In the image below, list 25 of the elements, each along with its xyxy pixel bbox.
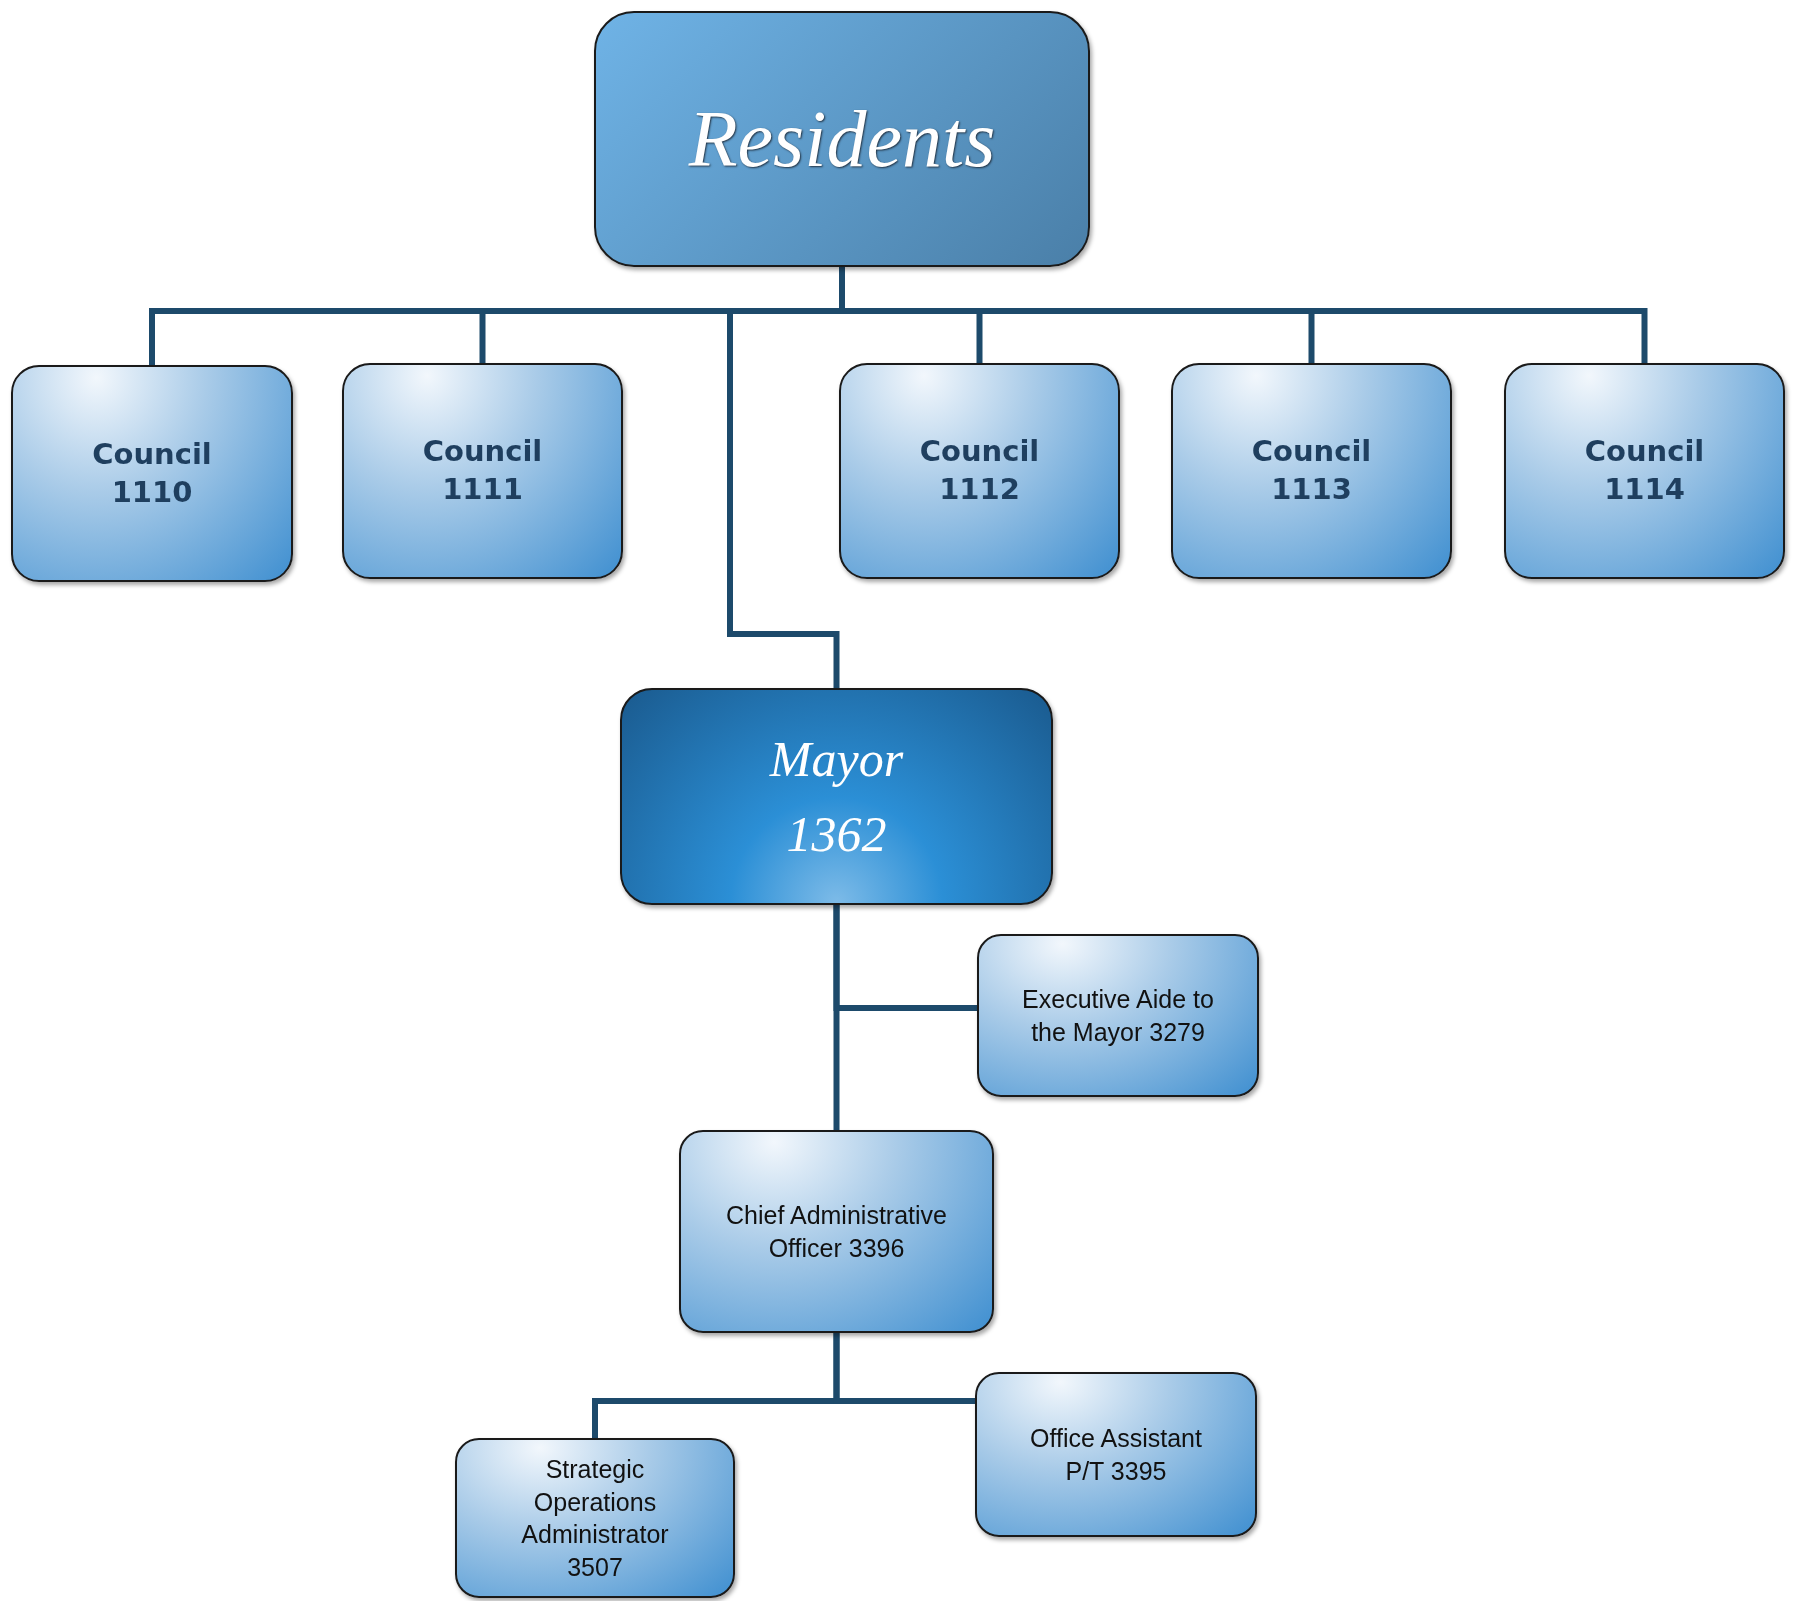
org-box xyxy=(977,934,1259,1097)
org-box xyxy=(342,363,623,579)
org-box xyxy=(839,363,1120,579)
connector-line xyxy=(833,905,840,1130)
connector-line xyxy=(833,1333,975,1404)
role-label: Council 1112 xyxy=(918,433,1041,508)
role-label: Council 1111 xyxy=(421,433,544,508)
role-label: Office Assistant P/T 3395 xyxy=(1029,1423,1203,1487)
role-label: Council 1113 xyxy=(1250,433,1373,508)
org-box xyxy=(975,1372,1257,1537)
org-box xyxy=(620,688,1053,905)
role-label: Mayor 1362 xyxy=(768,729,905,864)
org-box xyxy=(1171,363,1452,579)
role-label: Council 1114 xyxy=(1583,433,1706,508)
role-label: Strategic Operations Administrator 3507 xyxy=(520,1454,670,1583)
role-label: Chief Administrative Officer 3396 xyxy=(725,1200,948,1264)
org-box xyxy=(679,1130,994,1333)
connector-line xyxy=(727,267,845,688)
role-label: Residents xyxy=(688,93,996,185)
role-label: Council 1110 xyxy=(91,435,213,511)
role-label: Executive Aide to the Mayor 3279 xyxy=(1021,984,1215,1048)
org-box xyxy=(455,1438,735,1598)
org-box xyxy=(11,365,293,582)
org-box xyxy=(1504,363,1785,579)
title-box xyxy=(594,11,1090,267)
